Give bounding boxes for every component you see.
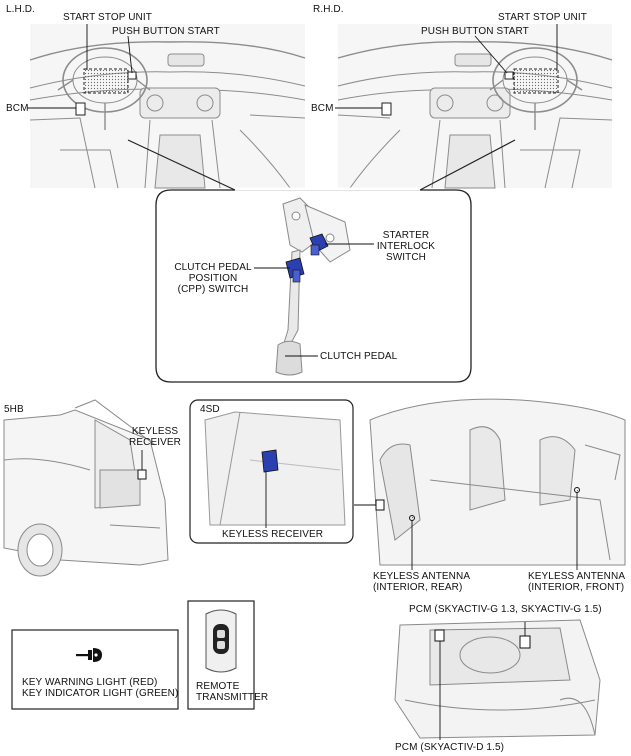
- remote-transmitter-line-2: TRANSMITTER: [196, 692, 269, 703]
- hatchback-keyless-receiver-label: KEYLESS RECEIVER: [126, 426, 184, 448]
- key-warning-light-label: KEY WARNING LIGHT (RED): [22, 677, 158, 688]
- key-warning-icon: [76, 648, 102, 662]
- pcm-diesel-label: PCM (SKYACTIV-D 1.5): [395, 742, 505, 753]
- lhd-view-label: L.H.D.: [6, 4, 35, 15]
- pedal-leader-lines: [254, 243, 374, 357]
- lhd-bcm-label: BCM: [6, 103, 29, 114]
- antenna-rear-line-2: (INTERIOR, REAR): [373, 582, 463, 593]
- remote-transmitter-line-1: REMOTE: [196, 681, 240, 692]
- antenna-front-line-1: KEYLESS ANTENNA: [528, 571, 626, 582]
- rhd-push-button-start-label: PUSH BUTTON START: [421, 26, 529, 37]
- antenna-rear-label: KEYLESS ANTENNA (INTERIOR, REAR): [373, 571, 470, 593]
- starter-interlock-switch-marker: [309, 233, 329, 256]
- starter-interlock-line-1: STARTER: [382, 230, 430, 241]
- cpp-switch-line-2: POSITION: [188, 273, 238, 284]
- clutch-pedal-label: CLUTCH PEDAL: [320, 351, 398, 362]
- rhd-view-label: R.H.D.: [313, 4, 344, 15]
- interior-antenna-markers: [354, 487, 580, 570]
- lhd-push-button-start-label: PUSH BUTTON START: [112, 26, 220, 37]
- keyless-receiver-line-1: KEYLESS: [131, 426, 179, 437]
- pedal-callout-bubble: [127, 139, 516, 383]
- antenna-rear-line-1: KEYLESS ANTENNA: [373, 571, 471, 582]
- lhd-start-stop-unit-label: START STOP UNIT: [63, 12, 152, 23]
- rhd-bcm-label: BCM: [311, 103, 334, 114]
- keyless-receiver-line-2: RECEIVER: [129, 437, 181, 448]
- body-5hb-label: 5HB: [4, 404, 24, 415]
- antenna-front-line-2: (INTERIOR, FRONT): [528, 582, 625, 593]
- rhd-start-stop-unit-label: START STOP UNIT: [498, 12, 587, 23]
- clutch-pedal-assembly: [275, 197, 351, 376]
- sedan-keyless-receiver-label: KEYLESS RECEIVER: [222, 529, 324, 540]
- key-indicator-light-label: KEY INDICATOR LIGHT (GREEN): [22, 688, 179, 699]
- sedan-trunk-inset: [189, 399, 354, 544]
- cpp-switch-line-1: CLUTCH PEDAL: [174, 262, 252, 273]
- pcm-markers: [434, 622, 531, 740]
- cpp-switch-marker: [285, 257, 305, 283]
- remote-transmitter-label: REMOTE TRANSMITTER: [196, 681, 268, 703]
- hatchback-keyless-receiver-marker: [137, 450, 147, 480]
- body-4sd-label: 4SD: [200, 404, 220, 415]
- hatchback-rear-illustration: [3, 399, 169, 577]
- remote-transmitter-icon: [205, 609, 237, 673]
- cpp-switch-label: CLUTCH PEDAL POSITION (CPP) SWITCH: [170, 262, 256, 295]
- top-leader-lines: [27, 24, 558, 109]
- rhd-dashboard-illustration: [337, 24, 613, 189]
- starter-interlock-line-2: INTERLOCK: [376, 241, 436, 252]
- starter-interlock-switch-label: STARTER INTERLOCK SWITCH: [376, 230, 436, 263]
- antenna-front-label: KEYLESS ANTENNA (INTERIOR, FRONT): [528, 571, 625, 593]
- cabin-interior-illustration: [369, 398, 626, 566]
- cpp-switch-line-3: (CPP) SWITCH: [177, 284, 249, 295]
- key-light-panel: [11, 629, 179, 710]
- pcm-gasoline-label: PCM (SKYACTIV-G 1.3, SKYACTIV-G 1.5): [409, 604, 602, 615]
- starter-interlock-line-3: SWITCH: [385, 252, 427, 263]
- engine-bay-illustration: [394, 619, 601, 739]
- lhd-dashboard-illustration: [29, 24, 306, 189]
